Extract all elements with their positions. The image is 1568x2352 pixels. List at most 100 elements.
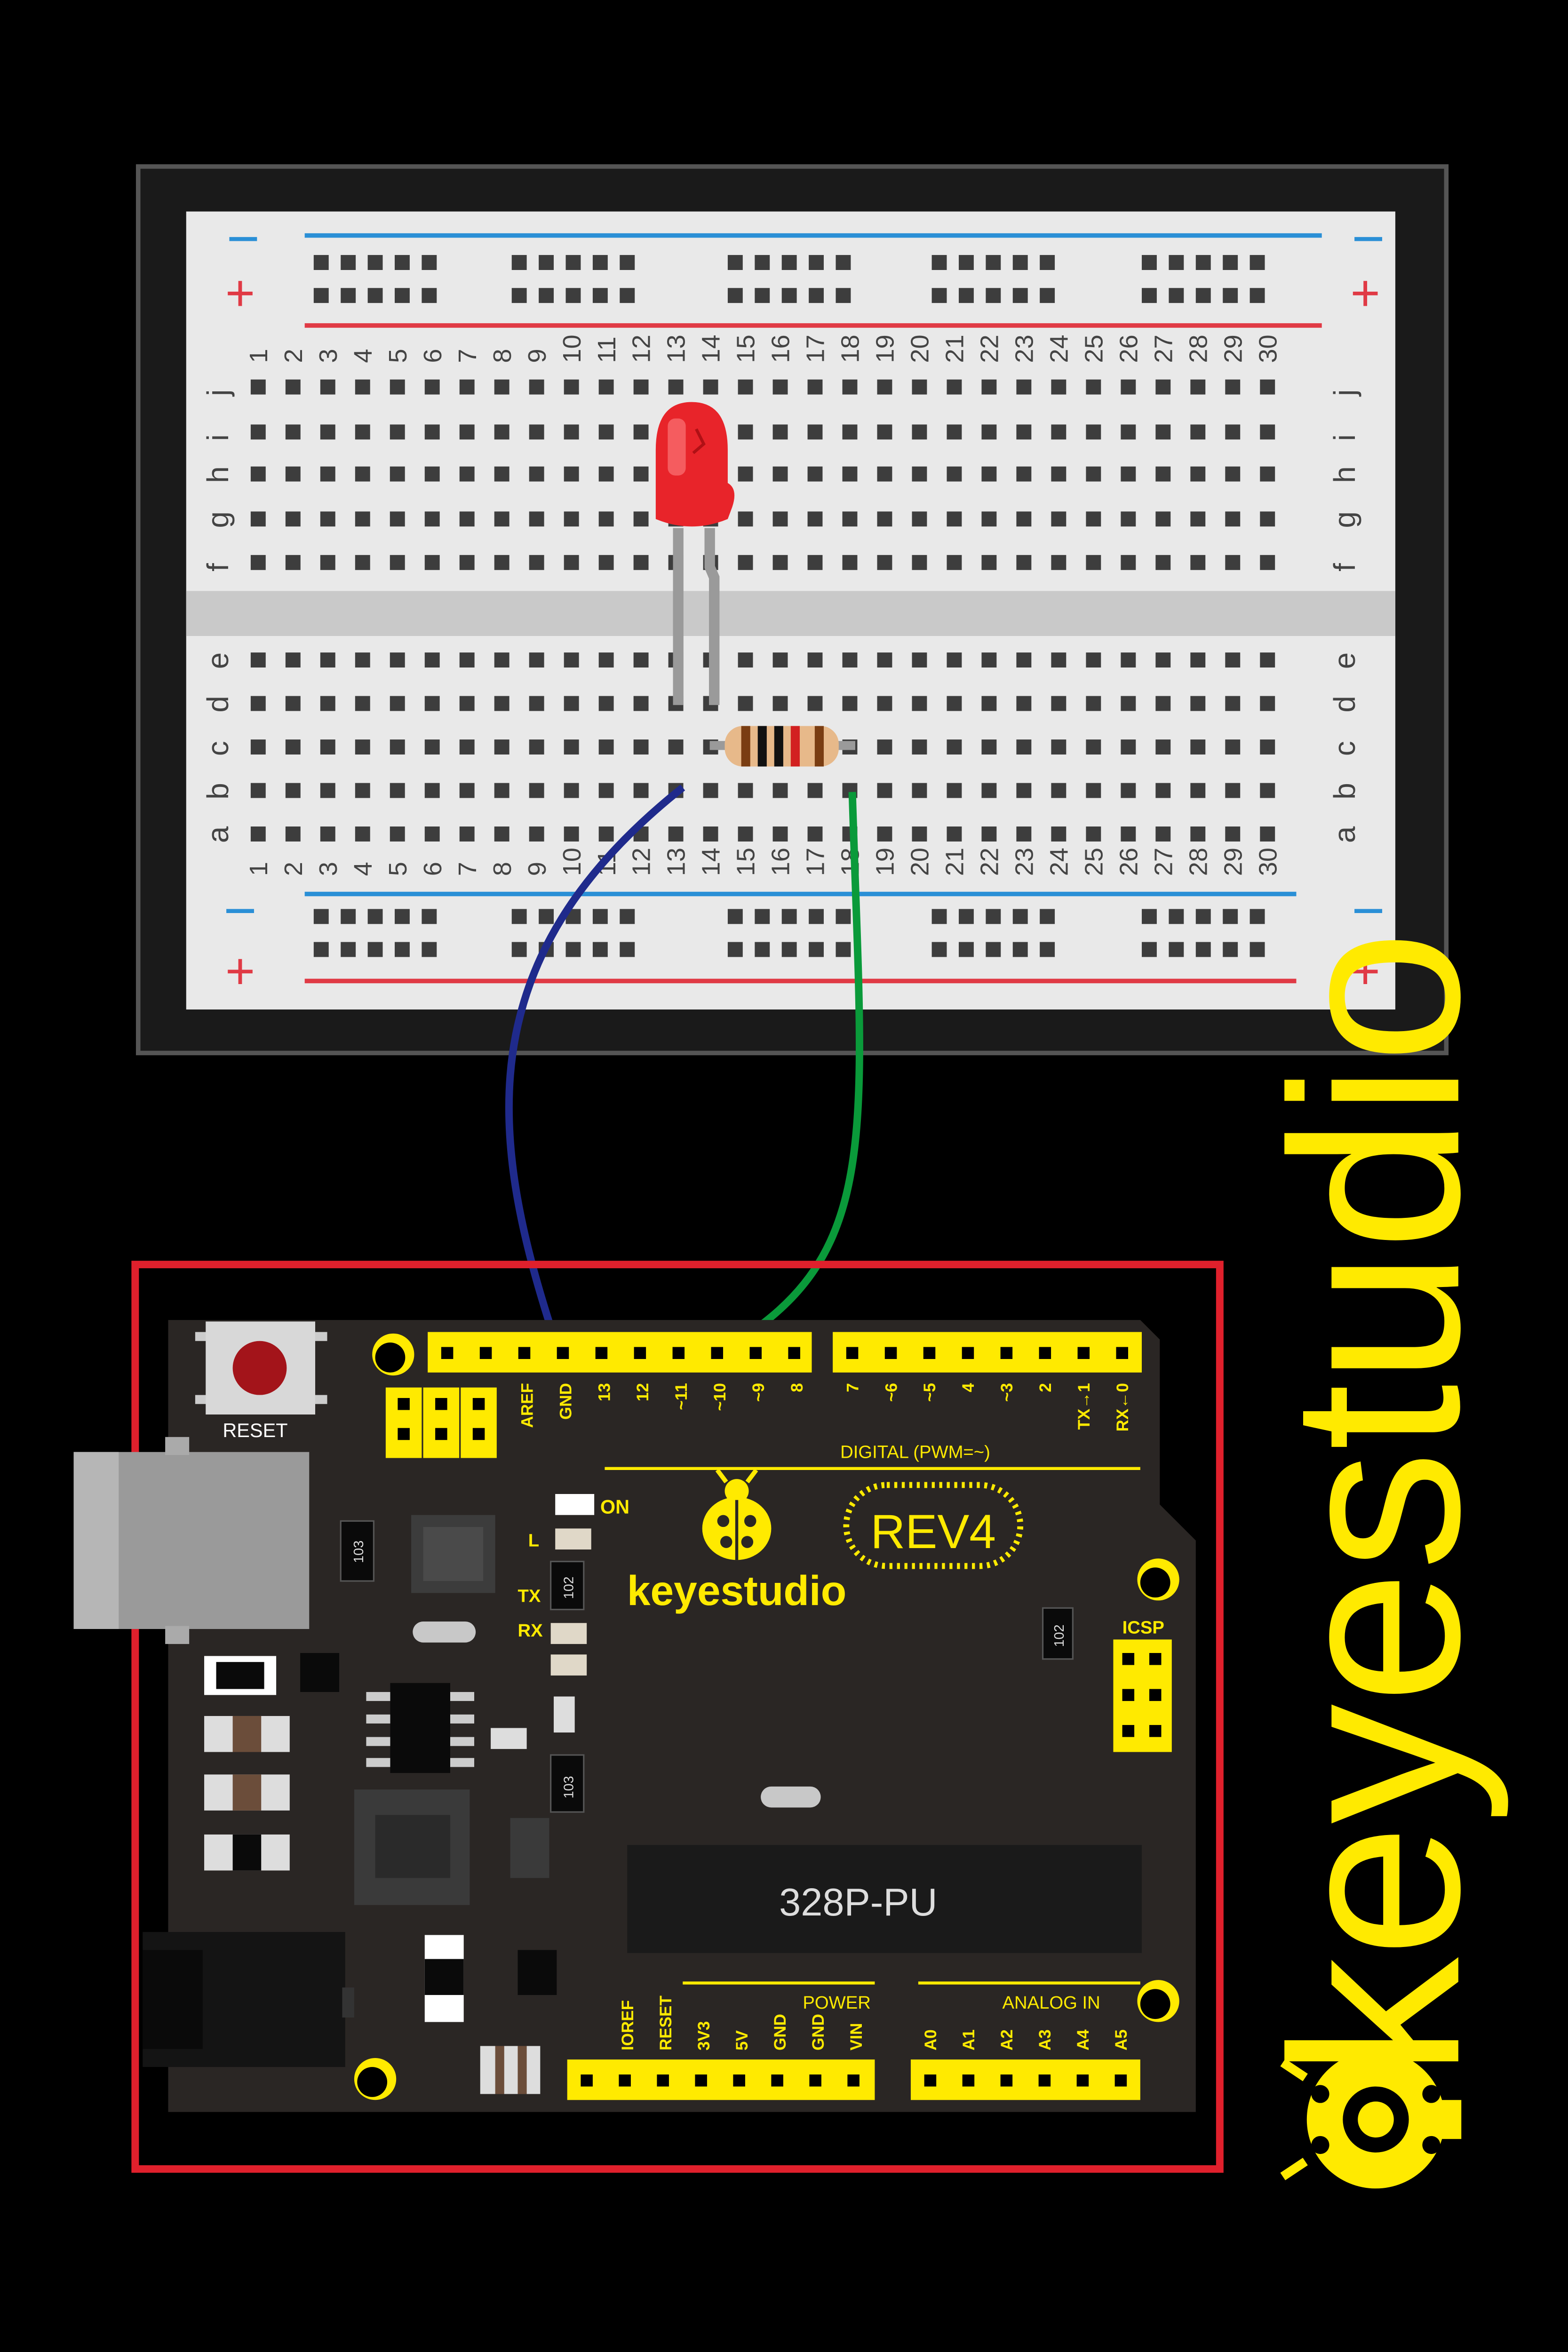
breadboard-hole	[1225, 739, 1241, 755]
header-pin	[962, 1347, 974, 1359]
smd-103-b	[550, 1754, 585, 1813]
breadboard-hole	[1051, 826, 1067, 842]
breadboard-column-number: 25	[1080, 848, 1108, 876]
breadboard-column-number: 4	[349, 349, 377, 363]
breadboard-hole	[633, 466, 649, 482]
rail-hole	[1195, 255, 1211, 270]
breadboard-hole	[1086, 739, 1101, 755]
breadboard-hole	[981, 696, 997, 711]
breadboard-hole	[494, 379, 509, 395]
breadboard-hole	[738, 511, 753, 527]
rx-label: RX	[517, 1621, 543, 1641]
breadboard-hole	[772, 511, 788, 527]
breadboard-hole	[320, 511, 335, 527]
breadboard-hole	[1016, 652, 1032, 668]
breadboard-row-letter: a	[1328, 826, 1361, 843]
wire-blue-gnd	[505, 784, 685, 1351]
breadboard-column-number: 15	[732, 334, 760, 363]
breadboard-hole	[355, 739, 370, 755]
breadboard-column-number: 10	[558, 334, 586, 363]
breadboard-row-letter: b	[201, 783, 235, 799]
breadboard-row-letter: i	[1328, 434, 1361, 441]
breadboard-hole	[320, 696, 335, 711]
breadboard-row-letter: c	[1328, 741, 1361, 756]
breadboard-column-number: 6	[419, 349, 447, 363]
rail-hole	[755, 909, 770, 924]
pin-label: TX→1	[1075, 1383, 1093, 1430]
breadboard-hole	[459, 424, 475, 440]
breadboard-hole	[1155, 379, 1171, 395]
breadboard-hole	[459, 466, 475, 482]
header-pin	[657, 2074, 669, 2087]
smd-res	[554, 1696, 575, 1733]
breadboard-hole	[459, 555, 475, 570]
rail-hole	[511, 288, 527, 303]
breadboard-hole	[1190, 466, 1206, 482]
breadboard-hole	[355, 826, 370, 842]
breadboard-hole	[633, 739, 649, 755]
breadboard-hole	[285, 652, 301, 668]
breadboard-hole	[1260, 783, 1275, 798]
breadboard-hole	[1260, 652, 1275, 668]
pin-label: A3	[1036, 2029, 1054, 2050]
breadboard-hole	[912, 424, 927, 440]
breadboard-hole	[355, 511, 370, 527]
breadboard-column-number: 24	[1045, 334, 1073, 363]
rail-hole	[931, 942, 947, 957]
breadboard-hole	[564, 511, 579, 527]
rx-led	[550, 1623, 587, 1644]
header-pin	[1076, 2074, 1089, 2087]
header-pin	[581, 2074, 593, 2087]
breadboard-hole	[1051, 466, 1067, 482]
breadboard-hole	[459, 826, 475, 842]
breadboard-hole	[981, 424, 997, 440]
rail-hole	[341, 942, 356, 957]
breadboard-hole	[912, 826, 927, 842]
breadboard-column-number: 10	[558, 848, 586, 876]
breadboard-hole	[424, 424, 440, 440]
breadboard-hole	[981, 466, 997, 482]
breadboard-hole	[1225, 555, 1241, 570]
breadboard-hole	[320, 739, 335, 755]
breadboard-hole	[1225, 652, 1241, 668]
breadboard-hole	[1121, 696, 1136, 711]
breadboard-hole	[947, 424, 962, 440]
breadboard-column-number: 21	[941, 334, 969, 363]
breadboard-hole	[807, 783, 823, 798]
pin-label: ~3	[998, 1383, 1016, 1402]
breadboard-hole	[1086, 696, 1101, 711]
breadboard-hole	[355, 696, 370, 711]
reset-button[interactable]	[195, 1321, 327, 1415]
pin-label: A4	[1074, 2029, 1092, 2050]
resistor-bands	[741, 726, 824, 767]
on-label: ON	[600, 1495, 629, 1518]
rail-hole	[931, 909, 947, 924]
header-pin	[923, 1347, 936, 1359]
breadboard-hole	[564, 739, 579, 755]
rail-hole	[836, 255, 851, 270]
rail-hole	[958, 288, 974, 303]
rail-hole	[539, 255, 554, 270]
header-pin	[672, 1347, 685, 1359]
breadboard-hole	[877, 511, 892, 527]
breadboard-hole	[494, 696, 509, 711]
breadboard-hole	[912, 696, 927, 711]
header-pin	[1038, 2074, 1051, 2087]
breadboard-row-letter: j	[201, 389, 235, 397]
breadboard-hole	[424, 555, 440, 570]
pin-label: A0	[922, 2029, 940, 2050]
breadboard-hole	[1051, 696, 1067, 711]
smd-label: 103	[351, 1541, 366, 1563]
analog-label: ANALOG IN	[1002, 1993, 1100, 2013]
breadboard-hole	[424, 826, 440, 842]
breadboard-hole	[320, 379, 335, 395]
breadboard-hole	[633, 652, 649, 668]
breadboard-hole	[633, 696, 649, 711]
breadboard-hole	[772, 555, 788, 570]
breadboard-holes	[250, 255, 1275, 957]
breadboard-column-number: 18	[836, 334, 865, 363]
breadboard-hole	[529, 555, 544, 570]
led-anode-leg	[704, 528, 720, 705]
breadboard-hole	[1086, 555, 1101, 570]
breadboard-column-number: 22	[976, 334, 1004, 363]
